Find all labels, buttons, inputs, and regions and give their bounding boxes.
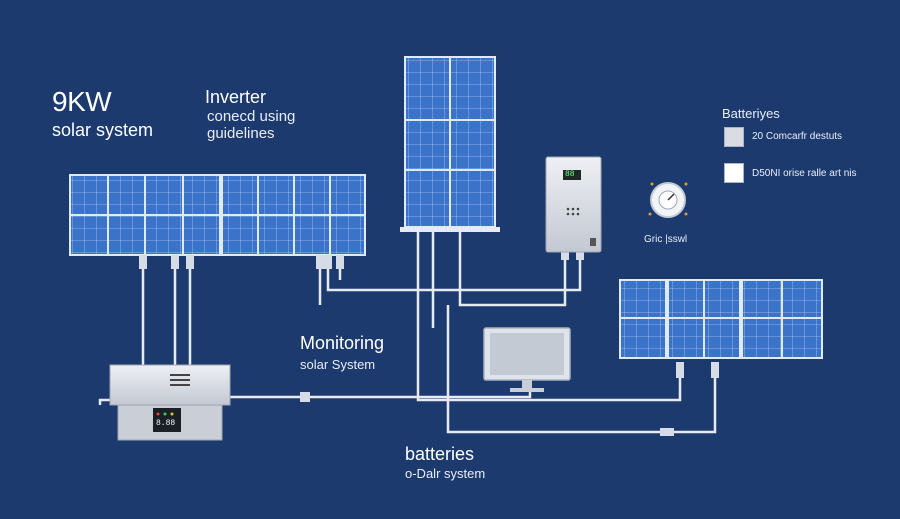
monitoring-title: Monitoring — [300, 333, 385, 353]
monitoring-subtitle: solar System — [300, 357, 376, 372]
inverter-line-2: guidelines — [207, 125, 275, 142]
solar-panel-right-2 — [667, 279, 741, 359]
inverter-line-1: conecd using — [207, 108, 296, 125]
inverter-unit — [545, 156, 602, 253]
legend-swatch-1 — [724, 127, 744, 147]
legend-item-2: D50NI orise ralle art nis — [752, 168, 857, 179]
solar-panel-center — [400, 56, 500, 232]
solar-panel-left-1 — [69, 174, 221, 256]
system-title: 9KW — [52, 86, 112, 117]
battery-display-readout: 8.88 — [156, 419, 176, 428]
battery-storage-unit — [109, 364, 231, 441]
inverter-title: Inverter — [205, 87, 267, 107]
batteries-subtitle: o-Dalr system — [405, 466, 486, 481]
monitoring-display — [483, 327, 571, 392]
solar-panel-left-2 — [221, 174, 366, 256]
grid-meter-label: Gric |sswl — [644, 234, 688, 245]
solar-panel-right-1 — [619, 279, 667, 359]
system-subtitle: solar system — [52, 120, 154, 140]
legend-item-1: 20 Comcarfr destuts — [752, 131, 843, 142]
cable-connectors — [139, 248, 719, 436]
solar-panel-right-3 — [741, 279, 823, 359]
inverter-display-readout: 88 — [565, 170, 575, 179]
legend-swatch-2 — [724, 163, 744, 183]
batteries-title: batteries — [405, 444, 475, 464]
grid-meter-icon — [648, 182, 688, 218]
legend-title: Batteriyes — [722, 106, 780, 121]
